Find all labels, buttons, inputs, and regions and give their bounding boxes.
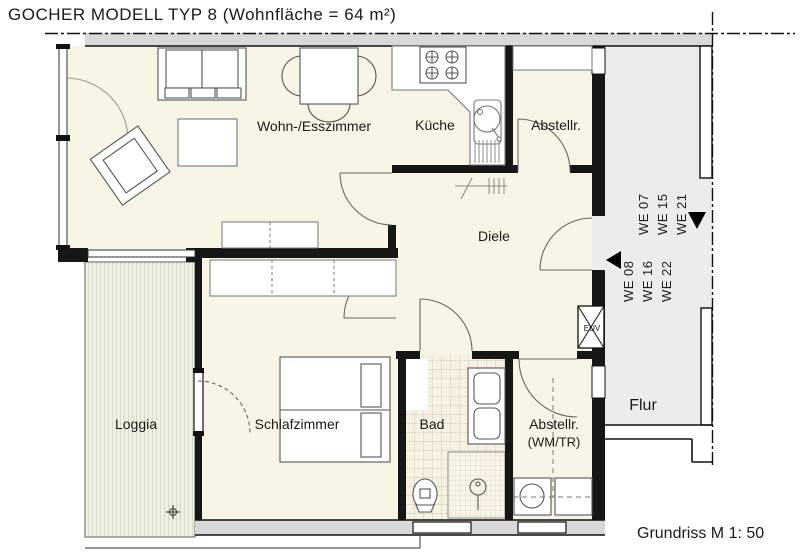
bath-sinks [467, 367, 506, 445]
wall-niche-top [591, 47, 606, 75]
loggia-door [193, 369, 204, 435]
pillow [360, 363, 382, 408]
room-label-storage-bottom: Abstellr. [529, 416, 579, 432]
loggia-floor [84, 261, 196, 538]
shower-head [469, 478, 487, 510]
pillow [360, 412, 382, 458]
room-label-bedroom: Schlafzimmer [254, 416, 340, 432]
armchair [89, 125, 171, 206]
unit-label-we21: WE 21 [674, 193, 689, 235]
kitchen-sink [473, 99, 502, 145]
loggia-window [87, 249, 196, 258]
bath-floor-white [406, 358, 428, 410]
building-outline [85, 535, 421, 549]
plan-title: GOCHER MODELL TYP 8 (Wohnfläche = 64 m²) [8, 5, 397, 24]
door-storage-top [517, 118, 571, 172]
corridor-floor [605, 46, 712, 425]
room-label-hall: Diele [478, 228, 510, 244]
scale-note: Grundriss M 1: 50 [637, 525, 765, 542]
windows [56, 44, 606, 436]
chair [281, 55, 303, 97]
room-label-living: Wohn-/Esszimmer [256, 118, 372, 134]
euv-label: EUV [583, 324, 601, 333]
arrow-we-right [688, 212, 706, 229]
stove [419, 46, 467, 84]
chair [307, 103, 351, 123]
wall-niche-bottom [591, 365, 606, 399]
room-label-corridor: Flur [629, 397, 657, 414]
room-sublabel-wm-tr: (WM/TR) [527, 434, 581, 450]
door-loggia-swing [197, 380, 251, 434]
dining-table [281, 47, 377, 123]
loggia-drain [166, 505, 180, 519]
sideboard [221, 221, 319, 249]
room-label-storage-top: Abstellr. [531, 117, 581, 133]
euv-box [577, 305, 605, 349]
wardrobe [209, 259, 397, 297]
door-swings [65, 77, 593, 434]
window-tilt-arc [65, 77, 129, 141]
coat-rack [455, 177, 507, 200]
room-label-kitchen: Küche [415, 117, 455, 133]
door-bath [419, 298, 473, 352]
sofa [157, 47, 247, 101]
toilet [412, 478, 438, 513]
burner [425, 50, 459, 80]
unit-label-we07: WE 07 [636, 193, 651, 235]
door-living-hall [339, 172, 393, 226]
unit-label-we08: WE 08 [621, 260, 636, 302]
coffee-table [177, 118, 238, 167]
double-bed [279, 356, 391, 463]
room-label-loggia: Loggia [114, 416, 158, 432]
unit-label-we16: WE 16 [640, 260, 655, 302]
bath-window [412, 521, 472, 534]
exterior-wall-south [85, 519, 605, 549]
corridor-wall-bottom [605, 424, 712, 463]
exterior-wall-top [85, 33, 712, 46]
storage-window [517, 521, 567, 534]
door-entrance [539, 217, 593, 271]
corridor-walls [699, 45, 713, 426]
door-storage-bottom [518, 358, 578, 418]
entrance-threshold [592, 216, 605, 270]
arrow-we-left [606, 251, 621, 269]
chair [355, 55, 377, 97]
room-label-bath: Bad [419, 416, 445, 432]
storage-dashed-guides [513, 378, 592, 498]
storage-shelf [512, 45, 593, 71]
unit-label-we22: WE 22 [659, 260, 674, 302]
unit-label-we15: WE 15 [655, 193, 670, 235]
